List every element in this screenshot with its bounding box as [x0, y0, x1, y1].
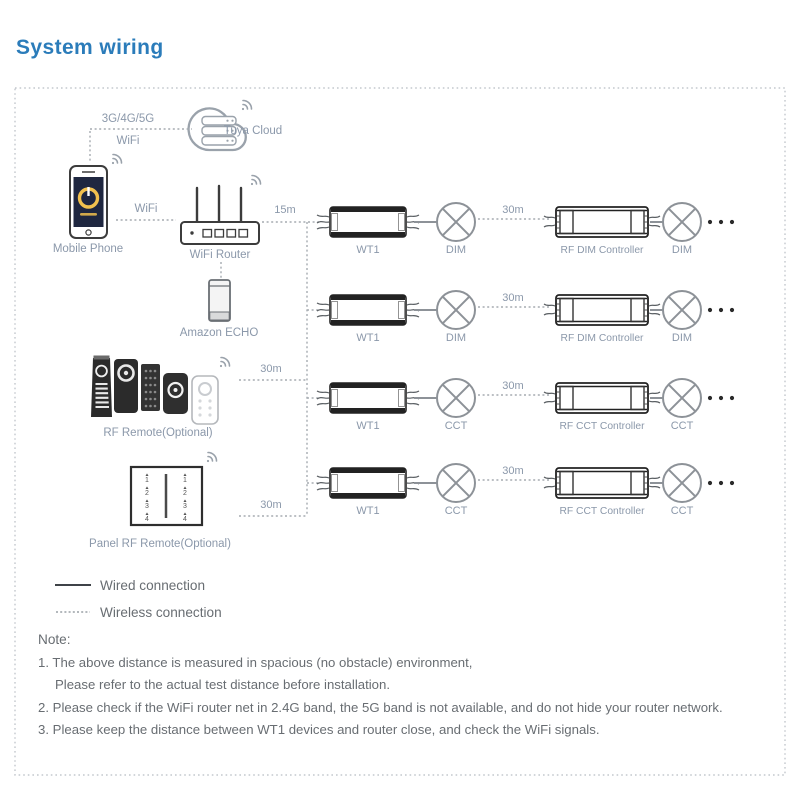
wt1-device: [316, 467, 420, 499]
lamp-label: DIM: [446, 332, 466, 344]
wt1-device: [316, 206, 420, 238]
legend-wired-label: Wired connection: [100, 578, 205, 593]
svg-text:3: 3: [183, 503, 187, 510]
device-row: WT1 DIM 30m RF DIM Controller DIM: [316, 202, 735, 256]
lamp-label: CCT: [445, 420, 468, 432]
wifi-router: WiFi Router: [180, 174, 262, 261]
note-line: 2. Please check if the WiFi router net i…: [38, 700, 723, 715]
wt1-device: [316, 382, 420, 414]
lamp-cross-icon: [662, 202, 702, 242]
echo-label: Amazon ECHO: [180, 327, 259, 339]
legend: Wired connection Wireless connection: [55, 578, 222, 620]
tuya-cloud: Tuya Cloud: [187, 99, 282, 152]
distance-label: 30m: [502, 292, 523, 304]
amazon-echo: Amazon ECHO: [180, 279, 259, 339]
panel-remote-distance: 30m: [260, 499, 281, 511]
lamp-label: CCT: [671, 420, 694, 432]
svg-text:2: 2: [183, 490, 187, 497]
wt1-label: WT1: [356, 505, 379, 517]
wt1-label: WT1: [356, 244, 379, 256]
lamp-cross-icon: [662, 290, 702, 330]
antennas: [195, 184, 243, 224]
more-devices-dots: [707, 395, 735, 401]
controller-label: RF CCT Controller: [559, 421, 645, 432]
wt1-label: WT1: [356, 420, 379, 432]
legend-wireless-label: Wireless connection: [100, 605, 222, 620]
remote-2: [114, 359, 138, 413]
svg-text:3: 3: [145, 503, 149, 510]
lamp-cross-icon: [436, 202, 476, 242]
remote-1: [91, 358, 112, 417]
device-row: WT1 DIM 30m RF DIM Controller DIM: [316, 290, 735, 344]
controller-label: RF DIM Controller: [561, 245, 645, 256]
rf-remote-label: RF Remote(Optional): [103, 427, 212, 439]
panel-remote-label: Panel RF Remote(Optional): [89, 538, 231, 550]
rf-controller-device: [543, 294, 661, 326]
distance-label: 30m: [502, 465, 523, 477]
notes: Note: 1. The above distance is measured …: [38, 632, 723, 737]
lamp-label: DIM: [672, 332, 692, 344]
lamp-cross-icon: [662, 463, 702, 503]
wifi-signal-icon: [250, 174, 262, 186]
device-row: WT1 CCT 30m RF CCT Controller CCT: [316, 378, 735, 432]
lamp-label: CCT: [445, 505, 468, 517]
phone-label: Mobile Phone: [53, 243, 123, 255]
distance-label: 30m: [502, 380, 523, 392]
more-devices-dots: [707, 307, 735, 313]
panel-rf-remote: 1 2 3 4 1 2 3 4 Panel RF Remote(Optional): [89, 451, 231, 550]
note-line: 1. The above distance is measured in spa…: [38, 655, 472, 670]
remote-4: [163, 373, 188, 414]
wt1-label: WT1: [356, 332, 379, 344]
rf-remote-group: RF Remote(Optional): [91, 355, 231, 439]
lamp-cross-icon: [436, 463, 476, 503]
page-title: System wiring: [16, 36, 164, 59]
wt1-device: [316, 294, 420, 326]
wifi-signal-icon: [111, 153, 123, 165]
rf-controller-device: [543, 467, 661, 499]
svg-text:1: 1: [183, 477, 187, 484]
wifi-signal-icon: [219, 356, 231, 368]
distance-label: 30m: [502, 204, 523, 216]
router-body: [180, 221, 260, 245]
device-row: WT1 CCT 30m RF CCT Controller CCT: [316, 463, 735, 517]
diagram-border: [14, 87, 786, 776]
svg-text:1: 1: [145, 477, 149, 484]
phone-screen: [73, 177, 104, 227]
net-label: 3G/4G/5G: [102, 113, 154, 125]
svg-text:2: 2: [145, 490, 149, 497]
controller-label: RF CCT Controller: [559, 506, 645, 517]
server-stack-icon: [201, 115, 237, 146]
lamp-label: CCT: [671, 505, 694, 517]
lamp-cross-icon: [436, 378, 476, 418]
rf-controller-device: [543, 382, 661, 414]
rf-remote-distance: 30m: [260, 363, 281, 375]
more-devices-dots: [707, 219, 735, 225]
wifi-link-label: WiFi: [135, 203, 158, 215]
mobile-phone: Mobile Phone: [53, 153, 123, 255]
router-distance: 15m: [274, 204, 295, 216]
lamp-label: DIM: [446, 244, 466, 256]
note-line: Please refer to the actual test distance…: [55, 677, 390, 692]
svg-text:4: 4: [145, 516, 149, 523]
wifi-signal-icon: [206, 451, 218, 463]
net-wifi-label: WiFi: [117, 135, 140, 147]
lamp-label: DIM: [672, 244, 692, 256]
echo-body: [208, 279, 231, 322]
more-devices-dots: [707, 480, 735, 486]
svg-text:4: 4: [183, 516, 187, 523]
router-label: WiFi Router: [190, 249, 251, 261]
cloud-label: Tuya Cloud: [224, 125, 282, 137]
note-line: 3. Please keep the distance between WT1 …: [38, 722, 600, 737]
wifi-signal-icon: [241, 99, 253, 111]
controller-label: RF DIM Controller: [561, 333, 645, 344]
lamp-cross-icon: [436, 290, 476, 330]
lamp-cross-icon: [662, 378, 702, 418]
rf-controller-device: [543, 206, 661, 238]
note-heading: Note:: [38, 632, 71, 647]
